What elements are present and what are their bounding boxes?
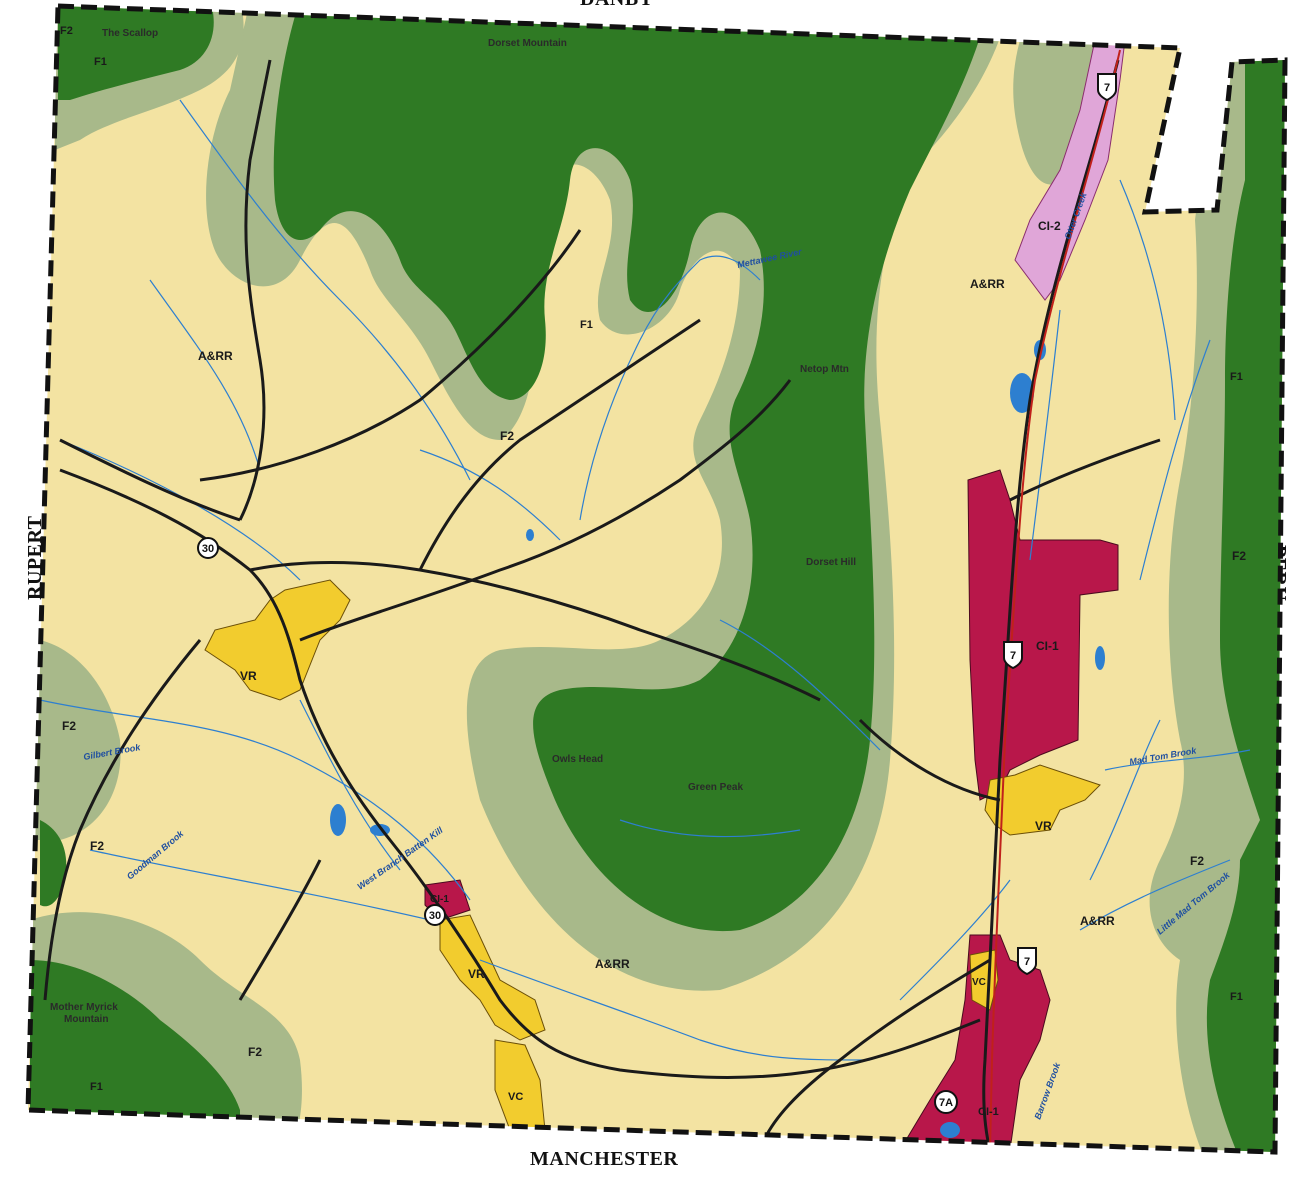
state-route-30-shield: 30 [424, 904, 446, 926]
zone-label: F1 [580, 319, 593, 331]
place-label: Mother Myrick [50, 1002, 118, 1013]
zone-label: VC [972, 977, 986, 988]
town-label-north: DANBY [580, 0, 654, 11]
zone-label: F1 [1230, 991, 1243, 1003]
zone-label: CI-2 [1038, 219, 1061, 233]
zone-label: F2 [1232, 549, 1246, 563]
us-route-7-shield: 7 [1003, 641, 1023, 670]
zone-label: F2 [500, 429, 514, 443]
svg-text:30: 30 [202, 543, 214, 555]
zone-vr-east-dorset [984, 764, 1101, 836]
streams [39, 99, 1251, 1061]
pond [940, 1122, 960, 1138]
zone-label: A&RR [1080, 914, 1115, 928]
pond [1095, 646, 1105, 670]
zone-label: F1 [90, 1081, 103, 1093]
svg-text:7: 7 [1024, 956, 1030, 968]
zone-label: F2 [248, 1045, 262, 1059]
svg-text:30: 30 [429, 910, 441, 922]
zone-f1-central [273, 6, 990, 932]
svg-text:7A: 7A [939, 1097, 953, 1109]
zone-label: VR [1035, 819, 1052, 833]
zone-label: F1 [94, 56, 107, 68]
us-route-7-shield: 7 [1097, 73, 1117, 102]
zone-ci1-north [967, 469, 1119, 801]
zone-f1-southwest [30, 960, 240, 1150]
roads [43, 59, 1161, 1151]
place-label: Dorset Hill [806, 557, 856, 568]
railroad [989, 49, 1121, 1151]
pond [1010, 373, 1034, 413]
svg-text:7: 7 [1104, 82, 1110, 94]
pond [526, 529, 534, 541]
zone-label: F1 [1230, 371, 1243, 383]
us-route-7-shield: 7 [1017, 947, 1037, 976]
zone-label: CI-1 [430, 894, 449, 905]
place-labels: The Scallop Dorset Mountain Netop Mtn Do… [50, 28, 856, 1025]
zone-label: F2 [90, 839, 104, 853]
zone-label: A&RR [595, 957, 630, 971]
zone-label: VR [240, 669, 257, 683]
town-label-south: MANCHESTER [530, 1148, 679, 1170]
zone-labels: A&RR A&RR A&RR A&RR F1 F1 F1 F1 F1 F2 F2… [60, 25, 1246, 1118]
place-label: Dorset Mountain [488, 38, 567, 49]
zone-label: F2 [62, 719, 76, 733]
zone-vr-dorset [204, 579, 351, 701]
place-label: Netop Mtn [800, 364, 849, 375]
pond [330, 804, 346, 836]
svg-text:7: 7 [1010, 650, 1016, 662]
zone-f1-east [1206, 60, 1285, 1152]
zone-label: CI-1 [978, 1106, 999, 1118]
state-route-30-shield: 30 [197, 537, 219, 559]
zone-label: A&RR [198, 349, 233, 363]
place-label: The Scallop [102, 28, 158, 39]
place-label: Mountain [64, 1014, 108, 1025]
zone-f1-nw [58, 6, 214, 100]
place-label: Owls Head [552, 754, 603, 765]
zone-label: A&RR [970, 277, 1005, 291]
zone-label: VC [508, 1091, 523, 1103]
zone-label: CI-1 [1036, 639, 1059, 653]
zone-label: VR [468, 967, 485, 981]
zone-label: F2 [60, 25, 73, 37]
town-boundary [25, 3, 1288, 1155]
state-route-7a-shield: 7A [934, 1090, 958, 1114]
route-shields: 30 30 7 7 7 7A [197, 73, 1117, 1114]
place-label: Green Peak [688, 782, 743, 793]
zone-label: F2 [1190, 854, 1204, 868]
zone-f1-west [40, 820, 67, 907]
